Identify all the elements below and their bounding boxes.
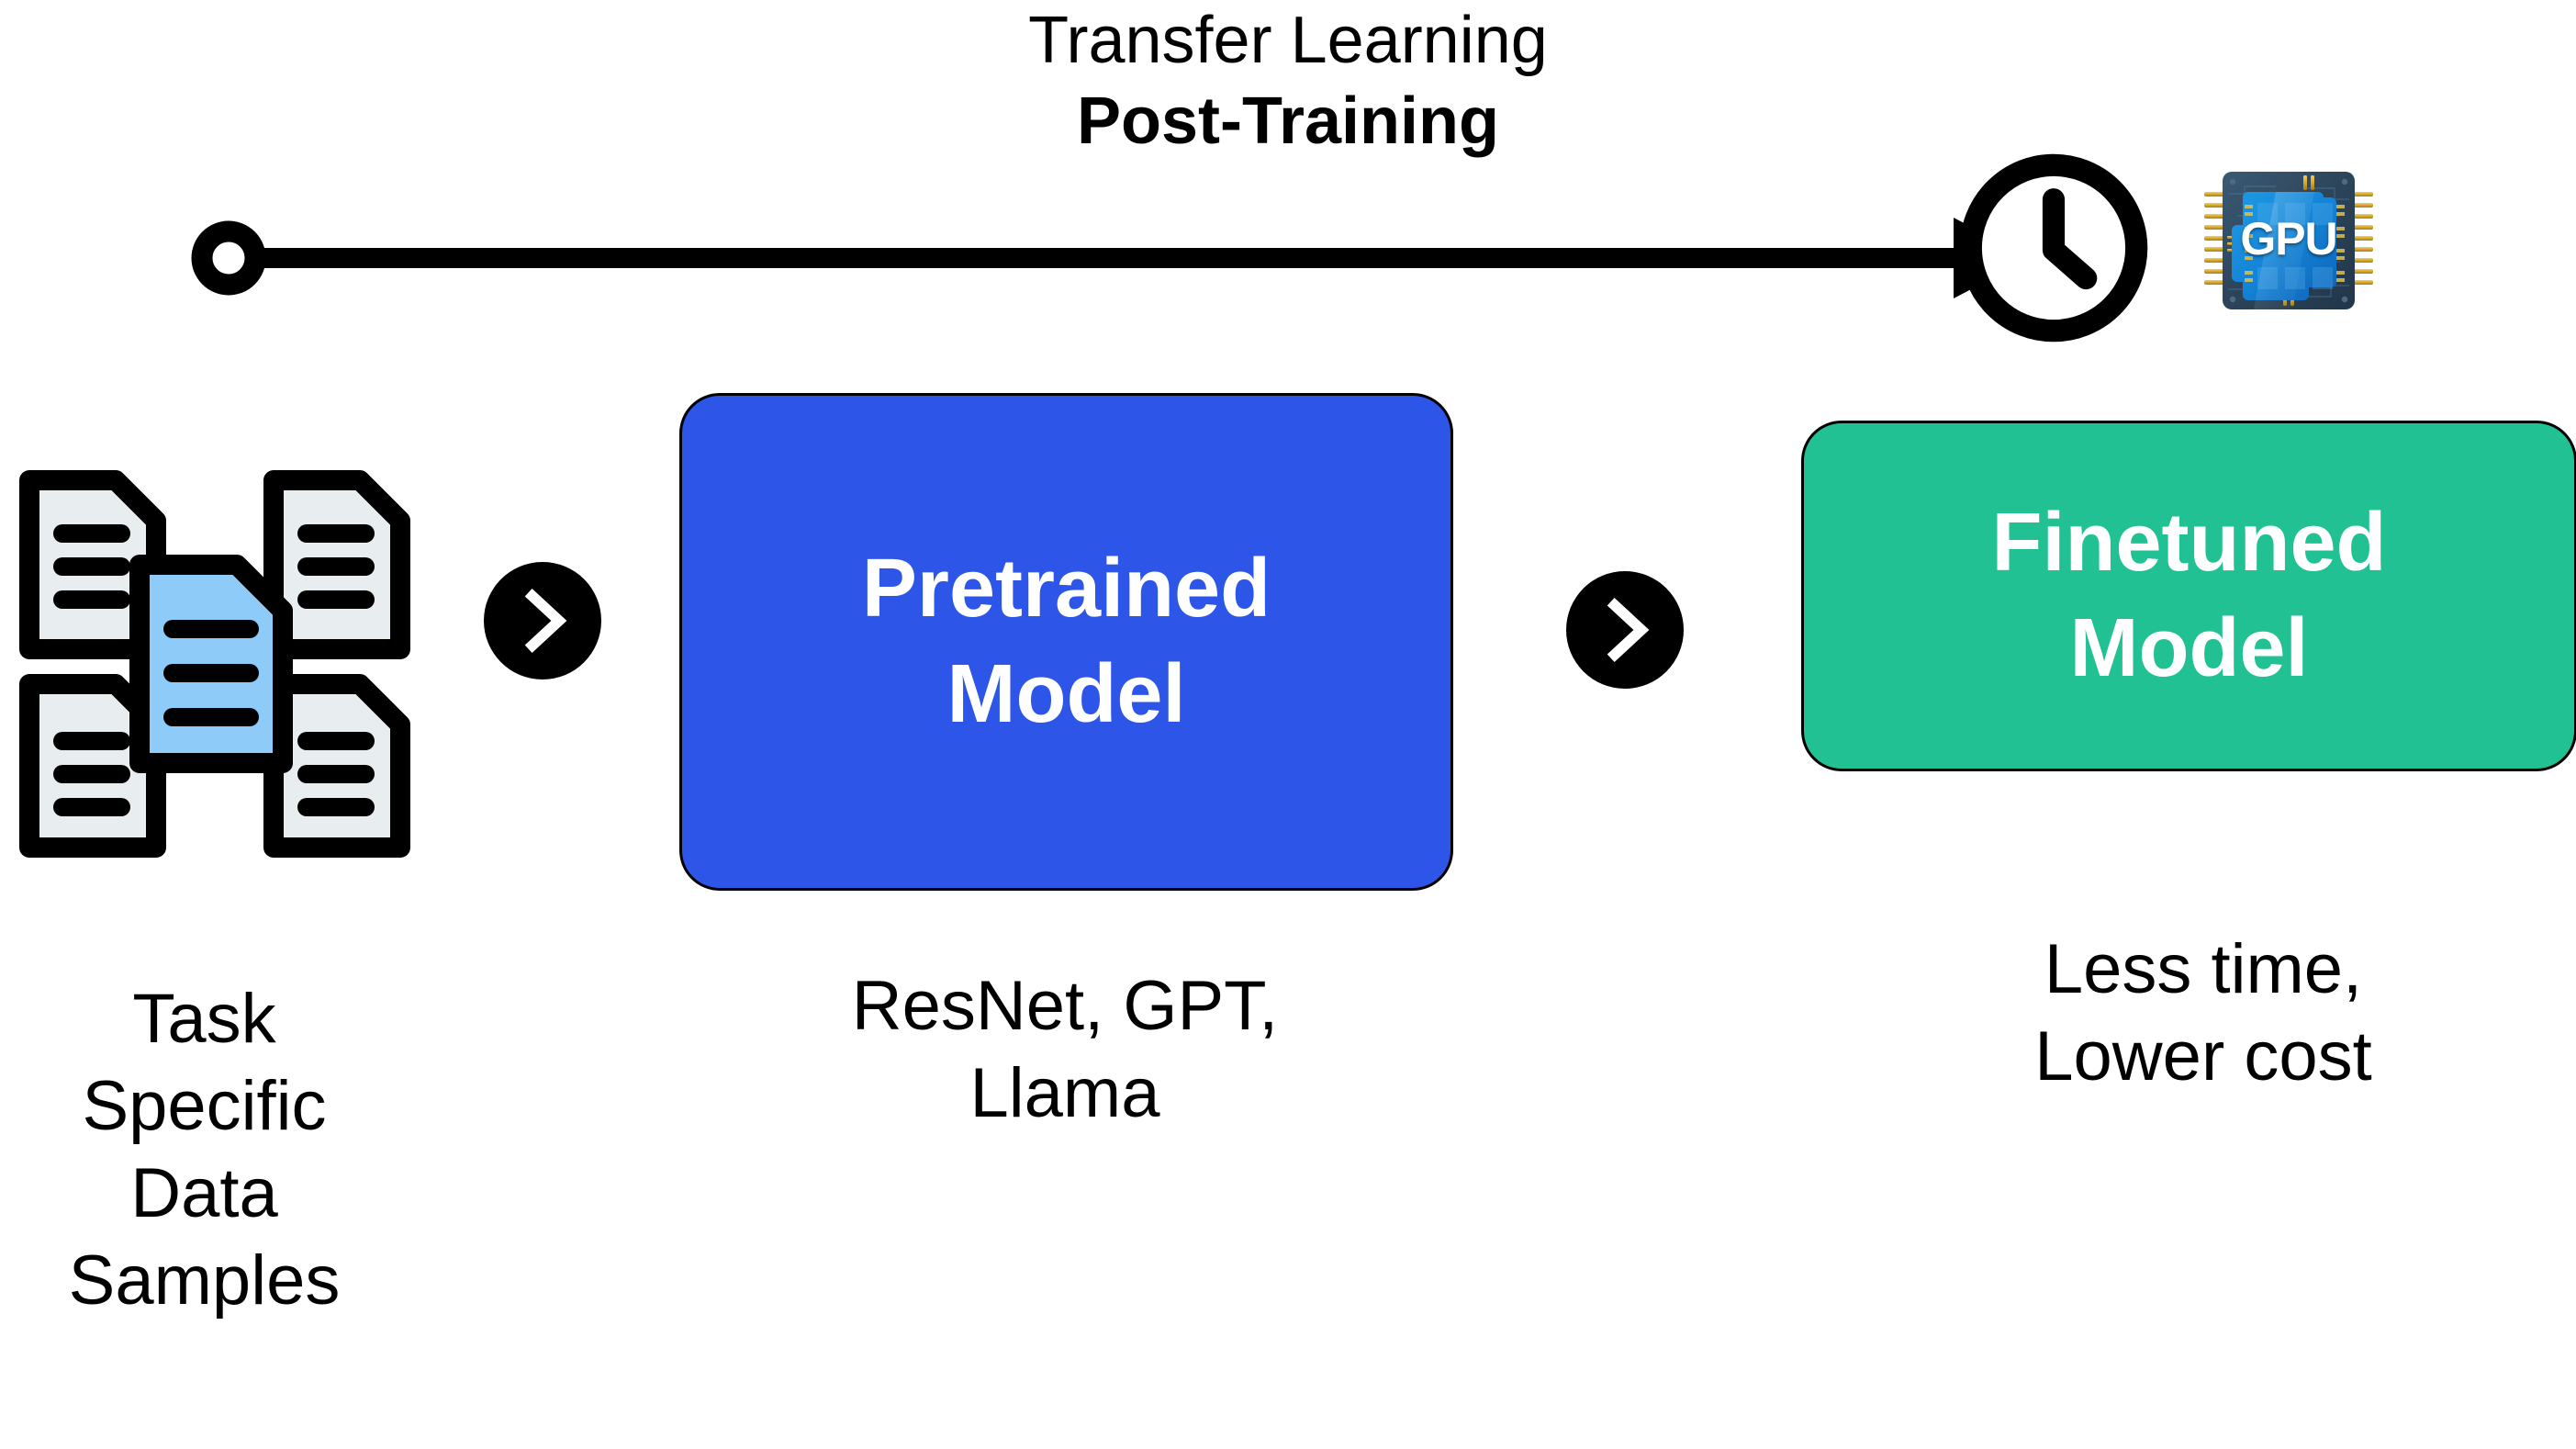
gpu-pads <box>2245 205 2345 282</box>
gpu-pins <box>2204 192 2373 285</box>
finetuned-model-line2: Model <box>2069 602 2309 694</box>
gpu-chip-icon: GPU <box>2197 152 2380 326</box>
caption-finetuned-benefits: Less time, Lower cost <box>1887 926 2520 1100</box>
timeline-arrow-svg <box>191 218 2031 298</box>
clock-icon <box>1959 153 2148 343</box>
caption-mid-line2: Llama <box>969 1054 1160 1132</box>
caption-left-line1: Task <box>132 980 276 1058</box>
finetuned-model-box[interactable]: Finetuned Model <box>1801 421 2576 771</box>
caption-left-line4: Samples <box>68 1241 341 1320</box>
pretrained-model-line1: Pretrained <box>861 542 1271 635</box>
pretrained-model-box[interactable]: Pretrained Model <box>679 393 1453 891</box>
documents-stack-icon <box>19 470 410 858</box>
timeline-label-transfer-learning: Transfer Learning <box>1028 4 1548 77</box>
chevron-right-icon-2[interactable] <box>1566 571 1684 689</box>
timeline-label-post-training: Post-Training <box>1076 84 1500 158</box>
caption-left-line2: Specific <box>82 1067 327 1145</box>
caption-right-line1: Less time, <box>2044 930 2363 1008</box>
chevron-right-icon-1[interactable] <box>484 562 601 680</box>
timeline-group: Transfer Learning Post-Training <box>0 0 2576 386</box>
caption-left-line3: Data <box>130 1154 278 1232</box>
caption-mid-line1: ResNet, GPT, <box>851 967 1279 1045</box>
gpu-gloss <box>2254 192 2314 309</box>
document-text-lines <box>53 524 375 816</box>
gpu-screws <box>2229 178 2348 303</box>
timeline-start-circle <box>191 220 266 296</box>
caption-pretrained-examples: ResNet, GPT, Llama <box>748 962 1382 1137</box>
finetuned-model-line1: Finetuned <box>1991 496 2387 589</box>
caption-task-specific-data-samples: Task Specific Data Samples <box>0 975 409 1324</box>
clock-hands <box>2042 188 2098 290</box>
caption-right-line2: Lower cost <box>2034 1017 2372 1095</box>
pretrained-model-line2: Model <box>946 648 1186 740</box>
